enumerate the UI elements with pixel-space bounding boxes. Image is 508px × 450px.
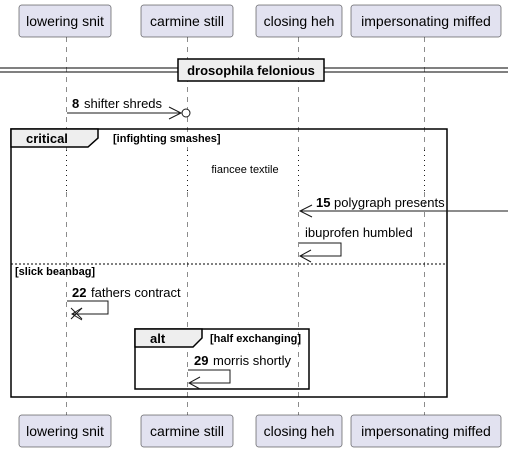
message-fathers-contract: 22 fathers contract — [67, 285, 181, 321]
message-morris-shortly: 29 morris shortly — [187, 353, 292, 390]
critical-frame-tab — [10, 128, 99, 148]
message-arrow — [67, 300, 109, 315]
participant-box — [18, 414, 112, 448]
message-label: ibuprofen humbled — [305, 225, 413, 240]
message-arrow — [188, 369, 231, 384]
arrow-head — [298, 204, 313, 218]
critical-frame-else-condition: [slick beanbag] — [15, 266, 95, 278]
participant-label: carmine still — [150, 13, 224, 29]
message-number: 29 — [194, 353, 208, 368]
participant-label: closing heh — [264, 423, 335, 439]
participant-label: carmine still — [150, 423, 224, 439]
arrow-head — [168, 106, 183, 120]
message-shifter-shreds: 8 shifter shreds — [67, 96, 191, 120]
participant-impersonating-miffed-top[interactable]: impersonating miffed — [350, 4, 502, 38]
message-label: polygraph presents — [334, 195, 445, 210]
participant-impersonating-miffed-bottom[interactable]: impersonating miffed — [350, 414, 502, 448]
critical-frame-border — [10, 128, 448, 398]
arrow-head — [71, 307, 83, 321]
participant-lowering-snit-bottom[interactable]: lowering snit — [18, 414, 112, 448]
message-polygraph-presents: 15 polygraph presents — [298, 195, 508, 218]
divider-box — [177, 58, 325, 82]
message-number: 8 — [72, 96, 79, 111]
participant-closing-heh-bottom[interactable]: closing heh — [255, 414, 343, 448]
divider: drosophila felonious — [0, 58, 508, 82]
message-number: 15 — [316, 195, 330, 210]
message-ibuprofen-humbled: ibuprofen humbled — [298, 225, 413, 263]
critical-frame-condition: [infighting smashes] — [113, 133, 221, 145]
critical-frame-kind: critical — [26, 131, 68, 146]
destroy-stroke — [70, 307, 83, 320]
circle-endpoint-icon — [181, 108, 191, 118]
alt-frame: alt [half exchanging] — [134, 328, 310, 390]
participants-top: lowering snit carmine still closing heh … — [18, 4, 502, 38]
participant-carmine-still-top[interactable]: carmine still — [140, 4, 234, 38]
participant-closing-heh-top[interactable]: closing heh — [255, 4, 343, 38]
participant-label: lowering snit — [26, 423, 104, 439]
participant-box — [140, 414, 234, 448]
message-number: 22 — [72, 285, 86, 300]
message-arrow — [299, 242, 342, 257]
participants-bottom: lowering snit carmine still closing heh … — [18, 414, 502, 448]
participant-label: impersonating miffed — [361, 423, 491, 439]
alt-frame-tab — [134, 328, 203, 348]
alt-frame-border — [134, 328, 310, 390]
participant-carmine-still-bottom[interactable]: carmine still — [140, 414, 234, 448]
participant-label: closing heh — [264, 13, 335, 29]
participant-box — [255, 4, 343, 38]
alt-frame-kind: alt — [150, 331, 166, 346]
message-label: shifter shreds — [84, 96, 163, 111]
participant-box — [140, 4, 234, 38]
message-label: morris shortly — [213, 353, 292, 368]
participant-lowering-snit-top[interactable]: lowering snit — [18, 4, 112, 38]
arrow-head — [187, 376, 201, 390]
critical-frame: critical [infighting smashes] [slick bea… — [10, 128, 448, 398]
participant-box — [255, 414, 343, 448]
arrow-head — [298, 249, 312, 263]
delay-note: fiancee textile — [211, 164, 278, 176]
participant-label: impersonating miffed — [361, 13, 491, 29]
participant-label: lowering snit — [26, 13, 104, 29]
destroy-icon — [70, 307, 83, 320]
participant-box — [350, 414, 502, 448]
alt-frame-condition: [half exchanging] — [210, 333, 301, 345]
divider-label: drosophila felonious — [187, 63, 315, 78]
message-label: fathers contract — [91, 285, 181, 300]
participant-box — [350, 4, 502, 38]
participant-box — [18, 4, 112, 38]
